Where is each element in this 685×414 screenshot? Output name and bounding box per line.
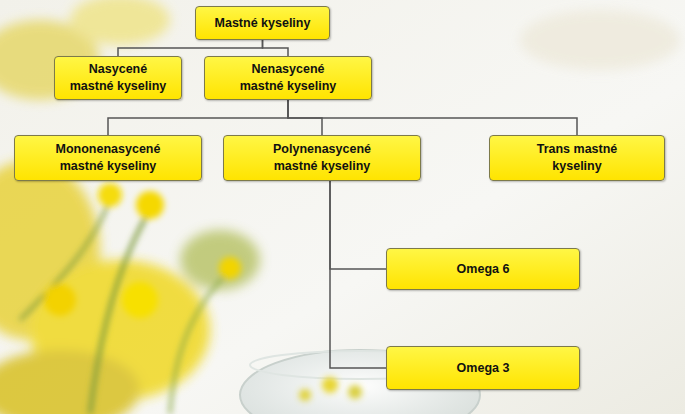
tree-connector xyxy=(263,40,289,56)
box-label: Mononenasycené mastné kyseliny xyxy=(23,141,193,175)
tree-connector xyxy=(330,181,386,368)
tree-connector xyxy=(288,100,577,135)
fatty-acid-box: Omega 3 xyxy=(386,346,580,390)
box-label: Nasycené mastné kyseliny xyxy=(63,61,173,95)
fatty-acid-box: Polynenasycené mastné kyseliny xyxy=(223,135,421,181)
fatty-acid-box: Trans mastné kyseliny xyxy=(489,135,665,181)
box-label: Polynenasycené mastné kyseliny xyxy=(232,141,412,175)
fatty-acid-box: Nenasycené mastné kyseliny xyxy=(204,56,372,100)
fatty-acid-box: Mononenasycené mastné kyseliny xyxy=(14,135,202,181)
tree-connector xyxy=(108,100,288,135)
tree-connector xyxy=(118,40,263,56)
box-label: Trans mastné kyseliny xyxy=(522,141,632,175)
tree-connector xyxy=(330,181,386,269)
box-label: Omega 3 xyxy=(457,360,510,377)
box-label: Nenasycené mastné kyseliny xyxy=(213,61,363,95)
fatty-acid-box: Mastné kyseliny xyxy=(195,6,330,40)
fatty-acid-box: Nasycené mastné kyseliny xyxy=(54,56,182,100)
fatty-acid-box: Omega 6 xyxy=(386,248,580,290)
box-label: Omega 6 xyxy=(457,261,510,278)
box-label: Mastné kyseliny xyxy=(215,15,311,32)
